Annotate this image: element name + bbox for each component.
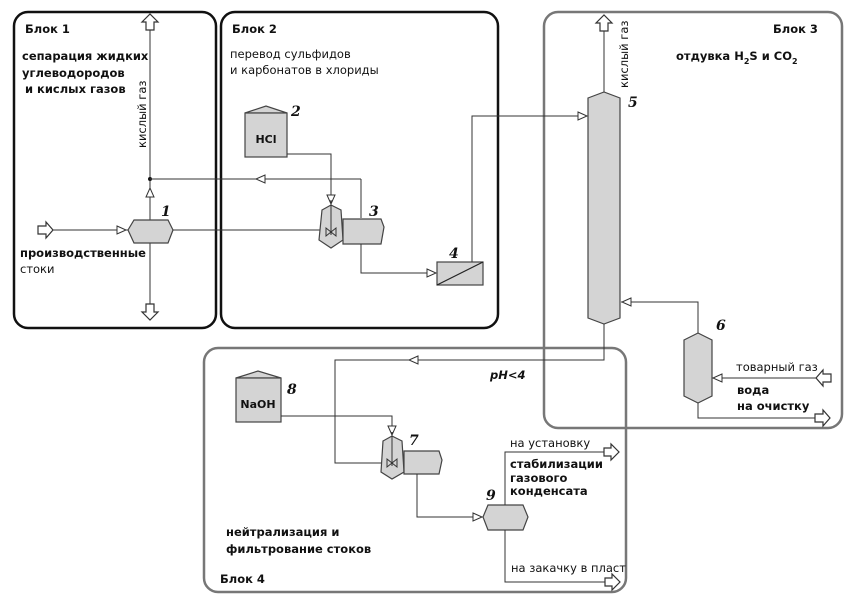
block-2-title: Блок 2 (232, 22, 277, 36)
separator-9[interactable] (482, 504, 529, 531)
block-4-frame (202, 346, 628, 594)
equipment-number-6: 6 (716, 318, 726, 334)
flow-arrow-icon (407, 355, 419, 365)
commercial-gas-inlet-arrow-icon (815, 368, 832, 388)
tank-2-hcl[interactable] (244, 112, 288, 158)
line-7-9 (416, 474, 483, 518)
equipment-number-5: 5 (628, 95, 638, 111)
ph-label: pH<4 (489, 368, 526, 382)
acid-gas-label-1: кислый газ (135, 80, 149, 148)
acid-water-line-5-7 (334, 324, 605, 464)
condensate-line (504, 451, 604, 505)
water-treatment-label-line-2: на очистку (737, 399, 810, 413)
filter-4-diagonal (436, 261, 484, 286)
stabilization-label-line-2: стабилизации (510, 457, 603, 471)
block-2-desc-line-2: и карбонатов в хлориды (230, 63, 379, 77)
block-1-desc-line-2: углеводородов (22, 66, 125, 80)
flow-arrow-icon (145, 186, 155, 198)
block-1-desc-line-1: сепарация жидких (22, 49, 149, 63)
separator-1[interactable] (127, 219, 174, 244)
equipment-number-2: 2 (290, 104, 301, 120)
gas-line-6-5 (621, 301, 699, 333)
reactor-7-settler[interactable] (403, 450, 443, 475)
equipment-number-1: 1 (161, 204, 171, 220)
injection-outlet-arrow-icon (604, 572, 621, 592)
flow-arrow-icon (326, 194, 336, 206)
flow-arrow-icon (620, 297, 632, 307)
block-1-title: Блок 1 (25, 22, 70, 36)
line-4-5 (471, 115, 589, 262)
stabilization-label-line-1: на установку (510, 436, 590, 450)
water-outlet-line (697, 403, 815, 419)
tank-8-roof (235, 370, 282, 379)
wastewater-label-line-1: производственные (20, 246, 146, 260)
block-4-title: Блок 4 (220, 572, 265, 586)
water-outlet-arrow-icon (814, 408, 831, 428)
equipment-number-7: 7 (409, 433, 419, 449)
acid-gas-label-5: кислый газ (617, 20, 631, 88)
wastewater-label-line-2: стоки (20, 262, 54, 276)
line-3-4 (360, 244, 435, 274)
flow-arrow-icon (711, 373, 723, 383)
commercial-gas-label: товарный газ (736, 360, 818, 374)
naoh-feed-line (281, 415, 393, 434)
liquid-hydrocarbon-outlet-arrow-icon (140, 303, 160, 321)
wastewater-inlet-arrow-icon (37, 220, 54, 240)
acid-gas-outlet-arrow-icon-5 (594, 14, 614, 32)
flow-arrow-icon (116, 225, 128, 235)
block-4-desc-line-2: фильтрование стоков (226, 542, 371, 556)
flow-arrow-icon (426, 268, 438, 278)
block-3-desc: отдувка H2S и CO2 (676, 49, 798, 66)
reactor-3-settler[interactable] (342, 218, 385, 245)
hcl-feed-line (287, 153, 332, 204)
tank-2-roof (244, 105, 288, 114)
equipment-number-4: 4 (449, 246, 459, 262)
injection-line (504, 530, 610, 583)
injection-label: на закачку в пласт (511, 561, 626, 575)
water-treatment-label-line-1: вода (737, 383, 769, 397)
block-3-title: Блок 3 (773, 22, 818, 36)
block-3-frame (542, 10, 844, 430)
condensate-outlet-arrow-icon (603, 442, 620, 462)
column-5[interactable] (587, 91, 621, 325)
block-2-desc-line-1: перевод сульфидов (230, 47, 351, 61)
agitator-icon (325, 226, 337, 238)
stabilization-label-line-3: газового (510, 471, 568, 485)
equipment-number-3: 3 (369, 204, 379, 220)
tank-8-label: NaOH (240, 398, 275, 411)
block-1-desc-line-3: и кислых газов (25, 82, 126, 96)
agitator-icon (386, 457, 398, 469)
block-4-desc-line-1: нейтрализация и (226, 525, 339, 539)
tank-2-label: HCl (255, 133, 276, 146)
vessel-6[interactable] (683, 332, 713, 404)
flow-arrow-icon (387, 425, 397, 437)
block-1-frame (12, 10, 218, 330)
flow-arrow-icon (577, 111, 589, 121)
flow-arrow-icon (254, 174, 266, 184)
equipment-number-9: 9 (486, 488, 496, 504)
tank-8-naoh[interactable] (235, 377, 282, 423)
acid-gas-outlet-arrow-icon (140, 13, 160, 31)
equipment-number-8: 8 (287, 382, 297, 398)
flow-arrow-icon (472, 512, 484, 522)
stabilization-label-line-4: конденсата (510, 484, 588, 498)
block-2-frame (219, 10, 500, 330)
